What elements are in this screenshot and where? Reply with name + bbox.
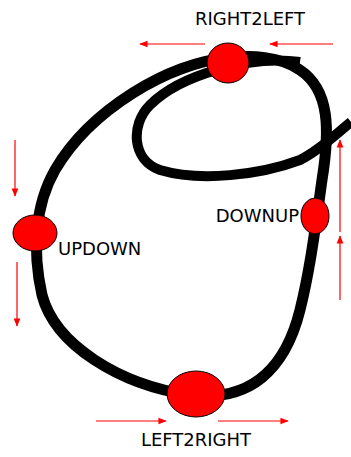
direction-label-wrap: LEFT2RIGHT xyxy=(141,429,251,451)
marker-dot xyxy=(13,215,57,251)
direction-arrow xyxy=(16,262,17,326)
direction-arrow xyxy=(140,43,205,44)
direction-arrow xyxy=(339,236,340,300)
marker-dot xyxy=(207,43,249,83)
direction-arrow xyxy=(218,420,288,421)
letter-stroke xyxy=(137,61,351,176)
direction-arrow xyxy=(270,43,333,44)
direction-arrow xyxy=(96,420,166,421)
letter-stroke xyxy=(36,57,326,396)
direction-label: UPDOWN xyxy=(58,238,141,260)
direction-label: LEFT2RIGHT xyxy=(141,429,251,451)
marker-dot xyxy=(167,371,225,417)
direction-label-wrap: DOWNUP xyxy=(216,205,299,227)
direction-arrow xyxy=(339,140,340,232)
marker-dot xyxy=(301,198,329,234)
direction-label: RIGHT2LEFT xyxy=(195,8,305,30)
direction-label-wrap: RIGHT2LEFT xyxy=(195,8,305,30)
direction-label-wrap: UPDOWN xyxy=(58,238,141,260)
direction-arrow xyxy=(14,140,15,196)
direction-label: DOWNUP xyxy=(216,205,299,227)
